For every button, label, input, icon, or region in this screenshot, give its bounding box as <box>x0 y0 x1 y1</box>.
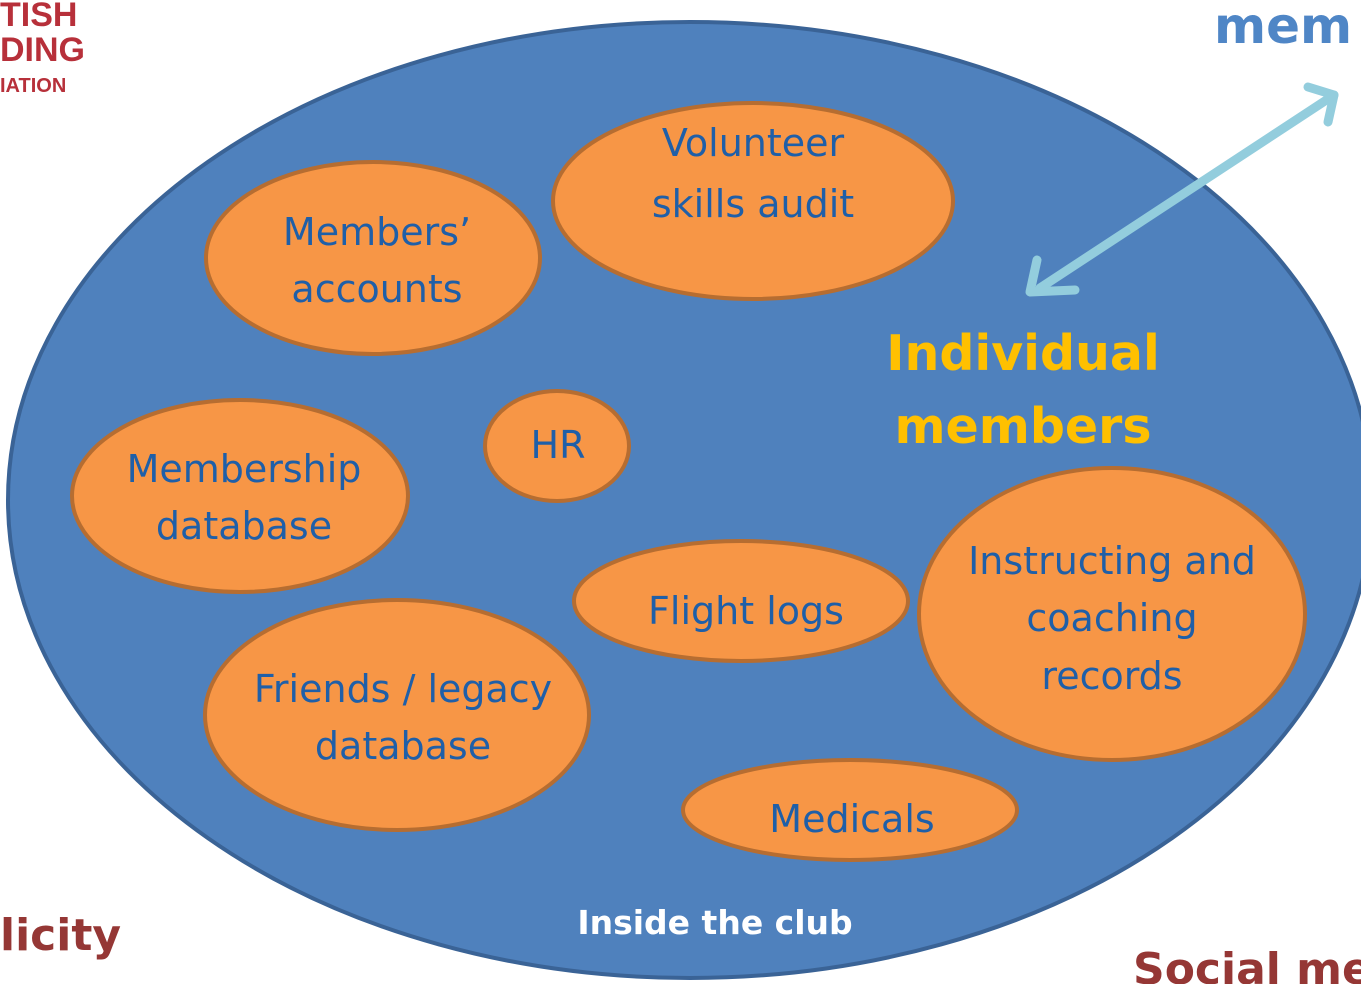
bubble-label-line: database <box>156 504 332 548</box>
bubble-label-line: accounts <box>291 267 462 311</box>
bubble-label-line: Medicals <box>769 797 934 841</box>
bubble-hr: HR <box>483 389 631 503</box>
logo: TISH DING IATION <box>0 0 85 97</box>
bubble-membership-database: Membership database <box>70 398 410 594</box>
bubble-flight-logs: Flight logs <box>572 539 910 663</box>
bubble-label-line: Instructing and <box>968 539 1256 583</box>
bubble-volunteer-skills-audit: Volunteer skills audit <box>551 101 955 301</box>
bubble-members-accounts: Members’ accounts <box>204 160 542 356</box>
bubble-label-line: coaching <box>1026 596 1197 640</box>
logo-line-1: TISH <box>0 0 77 34</box>
bubble-label-line: database <box>315 724 491 768</box>
bubble-label-line: Members’ <box>283 210 471 254</box>
club-label: Inside the club <box>577 903 852 942</box>
bubble-label-line: records <box>1041 654 1182 698</box>
edge-label-members: mem <box>1214 0 1352 55</box>
bubble-medicals: Medicals <box>681 758 1019 862</box>
logo-line-2: DING <box>0 31 85 69</box>
individual-members-line-1: Individual <box>886 325 1160 382</box>
bubble-instructing-coaching-records: Instructing and coaching records <box>917 466 1307 762</box>
individual-members-line-2: members <box>895 398 1152 455</box>
edge-label-publicity: licity <box>0 910 121 961</box>
bubble-label-line: Friends / legacy <box>254 667 552 711</box>
double-arrow-icon <box>1025 82 1339 297</box>
bubble-label-line: skills audit <box>652 182 854 226</box>
bubble-friends-legacy-database: Friends / legacy database <box>203 598 591 832</box>
logo-line-3: IATION <box>0 75 66 97</box>
bubble-label-line: Flight logs <box>648 589 844 633</box>
bubble-label-line: HR <box>531 423 586 467</box>
bubble-label-line: Membership <box>127 447 362 491</box>
bubble-label-line: Volunteer <box>662 121 845 165</box>
edge-label-social-media: Social me <box>1133 944 1361 984</box>
